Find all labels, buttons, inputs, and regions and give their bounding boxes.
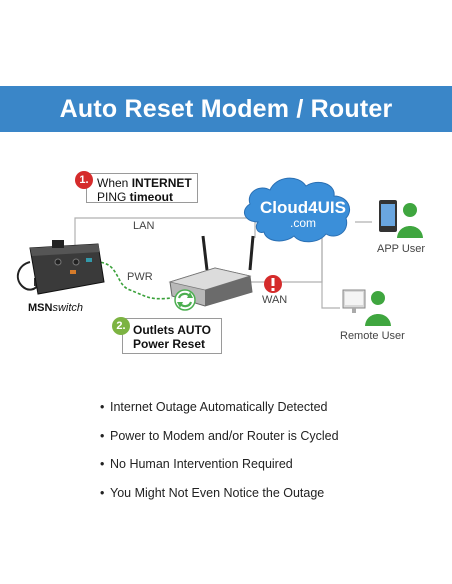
msnswitch-label: MSNswitch xyxy=(28,302,83,314)
cloud-icon xyxy=(243,177,350,243)
callout1-strong2: timeout xyxy=(129,190,174,204)
feature-list: •Internet Outage Automatically Detected … xyxy=(100,397,339,511)
remote-user-icon xyxy=(342,289,391,326)
remote-user-label: Remote User xyxy=(340,330,405,342)
refresh-icon xyxy=(174,289,196,311)
cloud-title: Cloud4UIS xyxy=(260,198,346,217)
list-item: •You Might Not Even Notice the Outage xyxy=(100,485,325,500)
callout1-line2-prefix: PING xyxy=(97,190,130,204)
device-brand: MSN xyxy=(28,302,53,314)
pwr-label: PWR xyxy=(127,271,153,283)
callout-auto-reset: Outlets AUTO Power Reset xyxy=(122,318,222,354)
callout1-prefix: When xyxy=(97,176,132,190)
callout2-line1: Outlets AUTO xyxy=(133,323,212,337)
callout2-line2: Power Reset xyxy=(133,337,206,351)
bullet-text: Power to Modem and/or Router is Cycled xyxy=(110,428,339,443)
msnswitch-device xyxy=(16,240,105,295)
wan-line xyxy=(250,238,323,283)
cloud-subtitle: .com xyxy=(289,216,316,230)
title-banner: Auto Reset Modem / Router xyxy=(0,86,452,132)
bullet-text: No Human Intervention Required xyxy=(110,457,293,471)
lan-label: LAN xyxy=(133,220,155,232)
cloud-text: Cloud4UIS .com xyxy=(254,199,352,230)
callout1-strong1: INTERNET xyxy=(131,176,192,190)
device-model: switch xyxy=(52,302,84,314)
bullet-text: You Might Not Even Notice the Outage xyxy=(110,485,325,500)
lan-line xyxy=(74,217,256,250)
alert-icon xyxy=(264,275,282,293)
app-user-label: APP User xyxy=(377,243,426,255)
banner-title: Auto Reset Modem / Router xyxy=(59,94,393,123)
app-user-icon xyxy=(379,200,423,238)
remote-line xyxy=(321,238,340,309)
bullet-text: Internet Outage Automatically Detected xyxy=(110,400,328,414)
callout-ping-timeout: When INTERNET PING timeout xyxy=(86,173,198,204)
step-1-badge: 1. xyxy=(75,171,93,189)
pwr-cable xyxy=(95,261,173,300)
list-item: •Internet Outage Automatically Detected xyxy=(100,400,328,414)
list-item: •Power to Modem and/or Router is Cycled xyxy=(100,428,339,443)
step-2-badge: 2. xyxy=(112,317,130,335)
wan-label: WAN xyxy=(262,294,288,306)
list-item: •No Human Intervention Required xyxy=(100,457,293,471)
